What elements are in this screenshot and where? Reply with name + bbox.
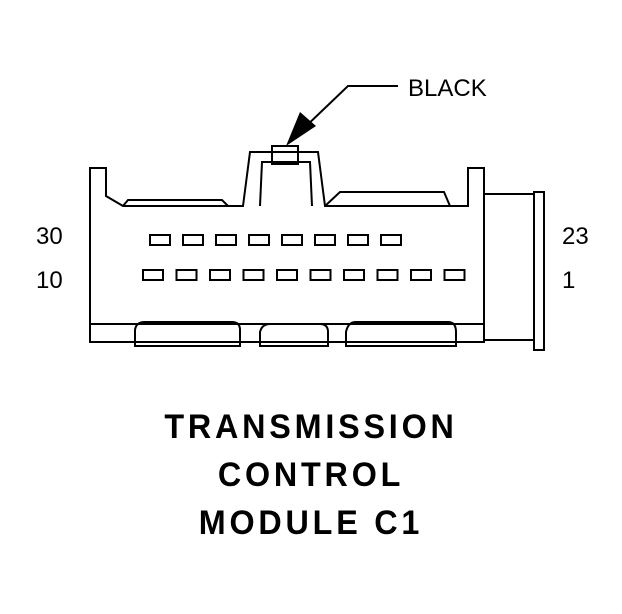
- pin-cavity: [276, 269, 298, 281]
- pin-cavity: [380, 234, 402, 246]
- pin-cavity: [142, 269, 164, 281]
- title-line-3: MODULE C1: [198, 504, 424, 542]
- shoulder-right: [324, 191, 451, 207]
- foot-left: [134, 321, 241, 347]
- shoulder-left: [122, 199, 229, 207]
- pin-cavity: [248, 234, 270, 246]
- pin-label-30: 30: [36, 223, 63, 250]
- pin-cavity: [443, 269, 466, 281]
- pin-cavity: [343, 269, 365, 281]
- pin-cavity: [314, 234, 336, 246]
- lock-housing: [259, 161, 313, 207]
- pin-cavity: [309, 269, 332, 281]
- pin-cavity: [175, 269, 198, 281]
- connector-body: [89, 151, 485, 343]
- pin-cavity: [149, 234, 171, 246]
- callout-label: BLACK: [408, 75, 487, 102]
- pin-cavity: [376, 269, 399, 281]
- callout-arrowhead: [286, 112, 316, 146]
- side-flange-edge: [533, 191, 545, 351]
- foot-center: [259, 323, 329, 347]
- pin-label-10: 10: [36, 267, 63, 294]
- title-line-2: CONTROL: [217, 456, 405, 494]
- pin-cavity: [182, 234, 204, 246]
- title-line-1: TRANSMISSION: [164, 408, 458, 446]
- pin-row-bottom: [142, 269, 466, 281]
- foot-right: [345, 321, 457, 347]
- side-flange: [484, 193, 535, 341]
- pin-label-23: 23: [562, 223, 589, 250]
- callout-leader: [301, 85, 398, 131]
- pin-cavity: [215, 234, 237, 246]
- lock-tab: [271, 145, 299, 165]
- pin-row-top: [149, 234, 402, 246]
- pin-cavity: [242, 269, 265, 281]
- pin-label-1: 1: [562, 267, 575, 294]
- pin-cavity: [209, 269, 231, 281]
- pin-cavity: [281, 234, 303, 246]
- pin-cavity: [410, 269, 432, 281]
- pin-cavity: [347, 234, 369, 246]
